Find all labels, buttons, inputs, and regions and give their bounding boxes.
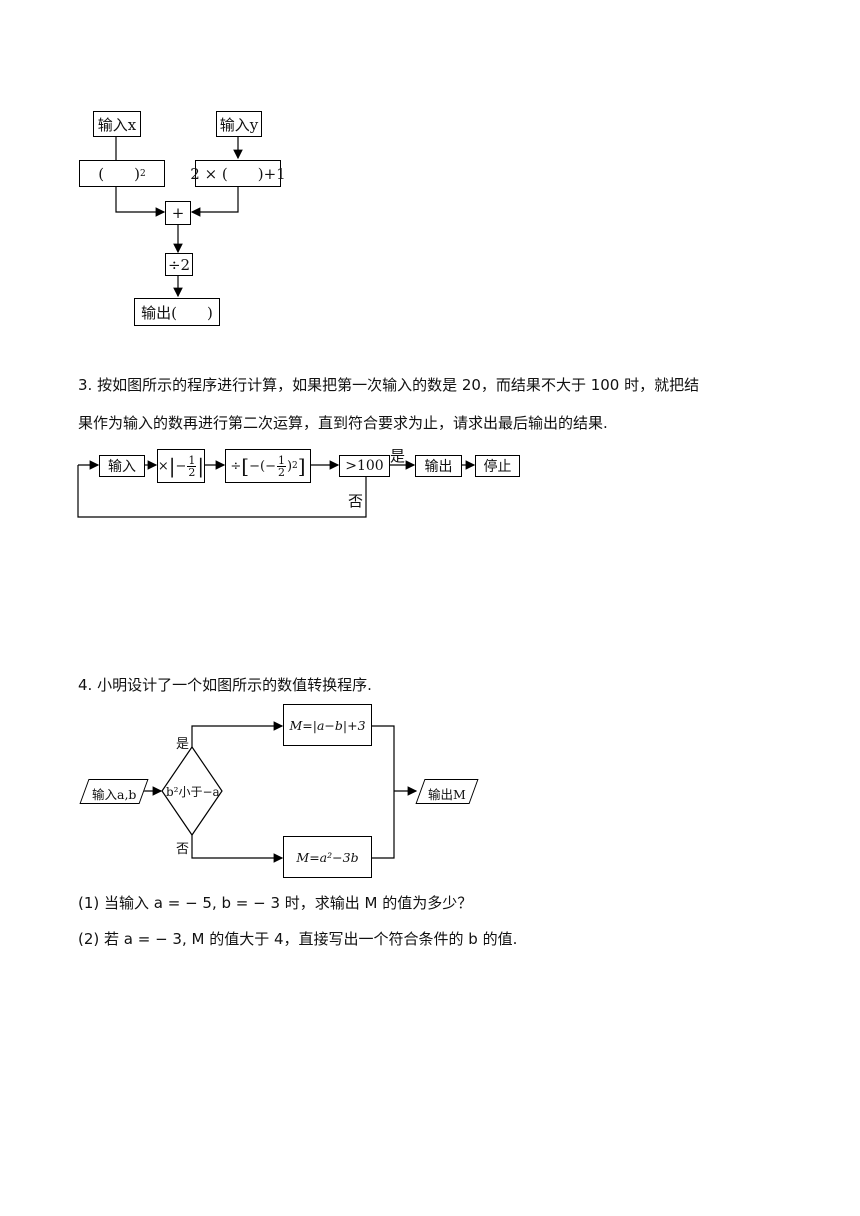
q4-no-label: 否 <box>176 842 190 857</box>
q3-fraction-1-den: 2 <box>188 465 196 479</box>
q4-formula-top-box: M=|a−b|+3 <box>283 704 372 746</box>
q3-minus-paren: −(− <box>249 458 276 474</box>
plus-box: + <box>165 201 191 225</box>
q3-multiply-sign: × <box>157 458 169 474</box>
q4-formula-top-label: M=|a−b|+3 <box>289 717 366 733</box>
square-exponent: 2 <box>139 168 146 179</box>
linear-box: 2 × ( )+1 <box>190 160 286 187</box>
square-box: ( )2 <box>79 160 165 187</box>
q3-stop-box: 停止 <box>475 455 520 477</box>
q3-fraction-2-den: 2 <box>277 465 285 479</box>
q4-output-label: 输出M <box>428 787 466 802</box>
q3-condition-box: >100 <box>339 455 390 477</box>
q3-condition-label: >100 <box>345 458 384 474</box>
input-y-box: 输入y <box>216 111 262 137</box>
q3-divide-sign: ÷ <box>230 458 242 474</box>
input-x-box: 输入x <box>93 111 141 137</box>
square-label: ( ) <box>98 165 140 183</box>
q3-exponent: 2 <box>292 461 298 471</box>
q4-condition-label: b²小于−a <box>166 785 220 799</box>
divide-2-label: ÷2 <box>167 255 191 274</box>
q3-input-box: 输入 <box>99 455 145 477</box>
q3-output-label: 输出 <box>424 459 453 475</box>
q4-title: 4. 小明设计了一个如图所示的数值转换程序. <box>78 676 372 694</box>
q3-stop-label: 停止 <box>483 459 512 475</box>
q4-yes-label: 是 <box>176 737 190 752</box>
q3-fraction-1-num: 1 <box>187 453 197 467</box>
output-label: 输出( ) <box>141 303 213 322</box>
q3-no-label: 否 <box>348 492 364 510</box>
q3-output-box: 输出 <box>415 455 462 477</box>
output-box: 输出( ) <box>134 298 220 326</box>
plus-label: + <box>171 204 185 222</box>
q3-text-line-2: 果作为输入的数再进行第二次运算，直到符合要求为止，请求出最后输出的结果. <box>78 414 608 432</box>
q4-input-label: 输入a,b <box>92 787 137 802</box>
q3-yes-label: 是 <box>390 447 406 465</box>
q4-subquestion-1: (1) 当输入 a = − 5, b = − 3 时，求输出 M 的值为多少？ <box>78 894 473 912</box>
divide-2-box: ÷2 <box>165 253 193 276</box>
q4-formula-bottom-box: M=a²−3b <box>283 836 372 878</box>
q3-text-line-1: 3. 按如图所示的程序进行计算，如果把第一次输入的数是 20，而结果不大于 10… <box>78 376 700 394</box>
linear-label: 2 × ( )+1 <box>190 165 286 183</box>
q4-formula-bottom-label: M=a²−3b <box>296 849 359 865</box>
q3-input-label: 输入 <box>108 459 136 475</box>
q3-fraction-2-num: 1 <box>276 453 286 467</box>
input-x-label: 输入x <box>97 115 137 134</box>
input-y-label: 输入y <box>219 115 259 134</box>
q4-subquestion-2: (2) 若 a = − 3, M 的值大于 4，直接写出一个符合条件的 b 的值… <box>78 930 518 948</box>
